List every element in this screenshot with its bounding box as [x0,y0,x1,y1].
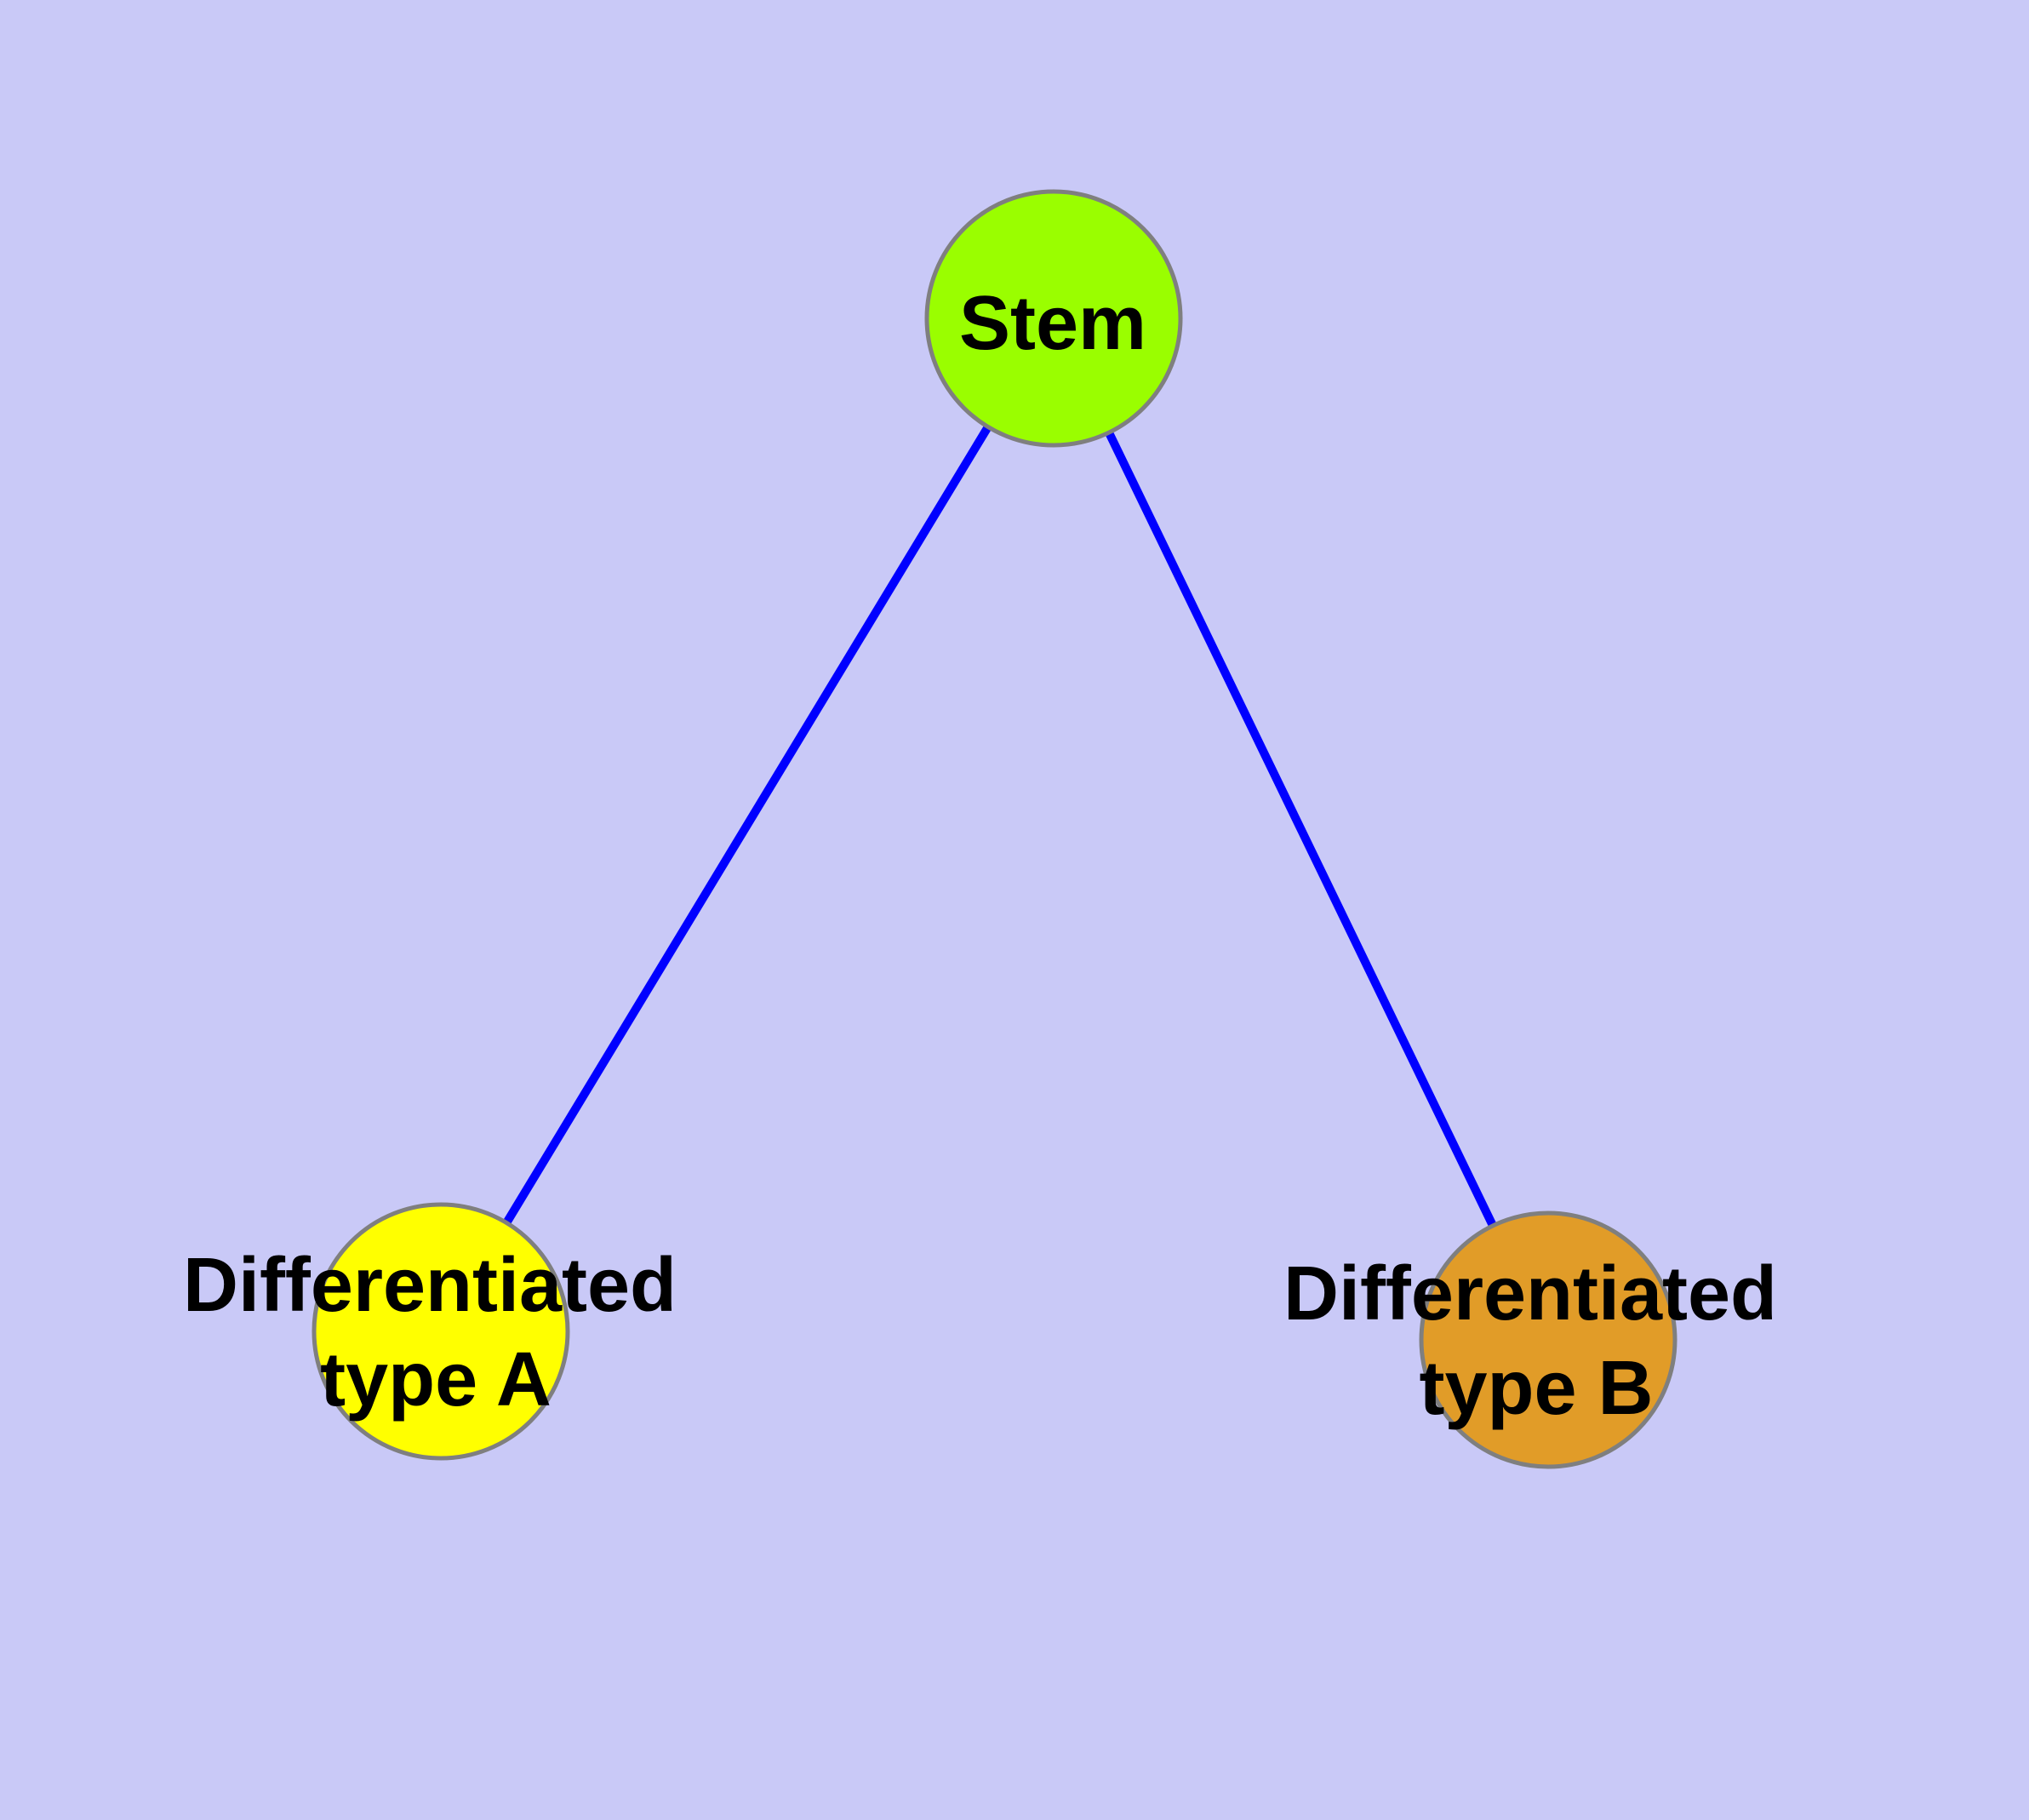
node-stem-circle [924,189,1183,448]
node-type-a-label-line2: type A [320,1337,552,1422]
node-differentiated-type-a-circle [311,1202,570,1461]
node-type-b-label-line1: Differentiated [1283,1251,1777,1336]
node-type-b-label-line2: type B [1419,1346,1653,1431]
node-stem-label: Stem [959,281,1146,366]
node-type-a-label-line1: Differentiated [183,1243,677,1328]
node-differentiated-type-b-circle [1419,1210,1677,1469]
edge-stem-to-type-a [437,316,1058,1334]
edge-stem-to-type-b [1049,316,1552,1342]
